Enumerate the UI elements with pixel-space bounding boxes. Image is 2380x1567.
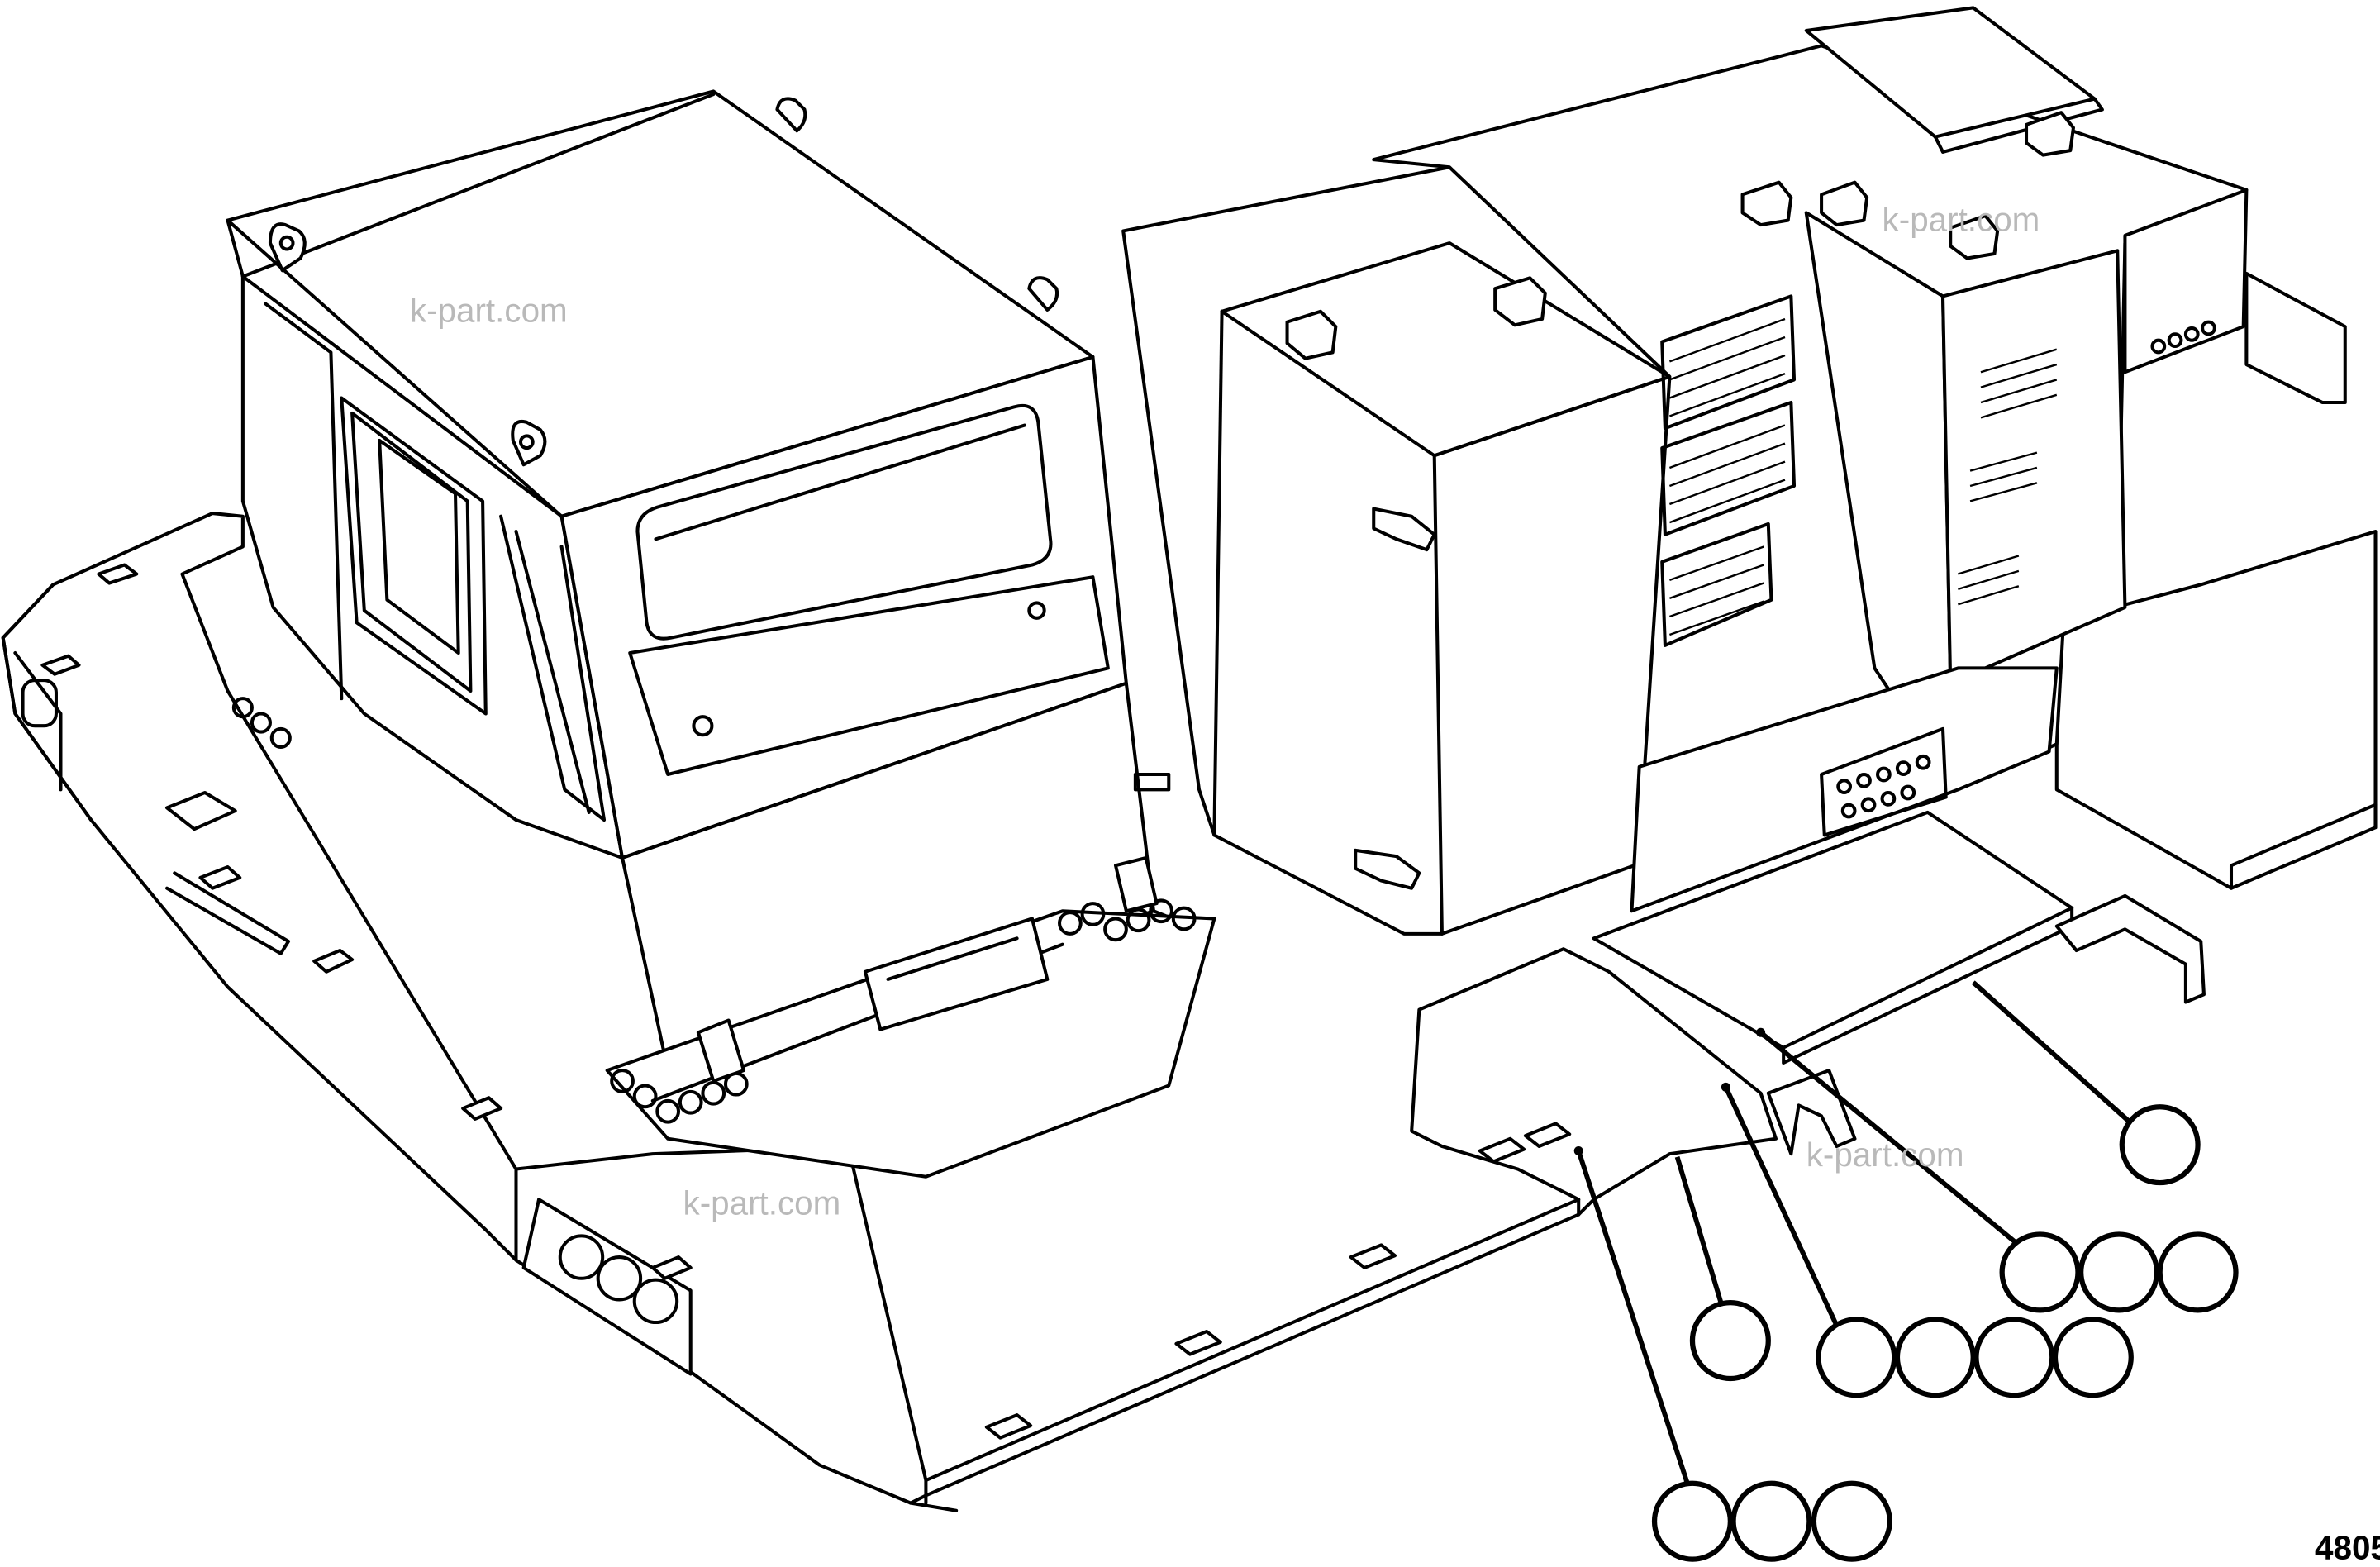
callout-a-1 <box>2119 1104 2201 1186</box>
watermark-4: k-part.com <box>1806 1136 1964 1174</box>
watermark-3: k-part.com <box>683 1184 841 1222</box>
watermark-1: k-part.com <box>410 292 568 330</box>
callout-d-3 <box>1973 1317 2055 1398</box>
callout-b-1 <box>1999 1231 2081 1313</box>
callout-e-2 <box>1730 1480 1812 1562</box>
cab-mount-bolts <box>231 697 1197 1124</box>
callout-b-3 <box>2157 1231 2239 1313</box>
callout-e-3 <box>1811 1480 1892 1562</box>
watermark-2: k-part.com <box>1883 200 2040 238</box>
vent-slots <box>1958 348 2058 606</box>
callout-d-4 <box>2052 1317 2134 1398</box>
grille-panels <box>1660 294 1797 647</box>
center-housings <box>1121 6 2347 936</box>
callout-bubbles <box>1651 1104 2239 1562</box>
callout-d-1 <box>1816 1317 1897 1398</box>
platform-deck <box>1 512 2378 1512</box>
leader-lines <box>1573 980 2130 1486</box>
callout-b-2 <box>2078 1231 2160 1313</box>
callout-e-1 <box>1651 1480 1733 1562</box>
figure-number: 48057 <box>2315 1529 2380 1567</box>
lift-eyes <box>268 97 1059 467</box>
deck-pads <box>40 563 1572 1440</box>
operator-cab <box>226 89 1216 1179</box>
callout-d-2 <box>1894 1317 1976 1398</box>
connector-plugs <box>1836 754 1931 819</box>
callout-c-1 <box>1689 1300 1771 1382</box>
